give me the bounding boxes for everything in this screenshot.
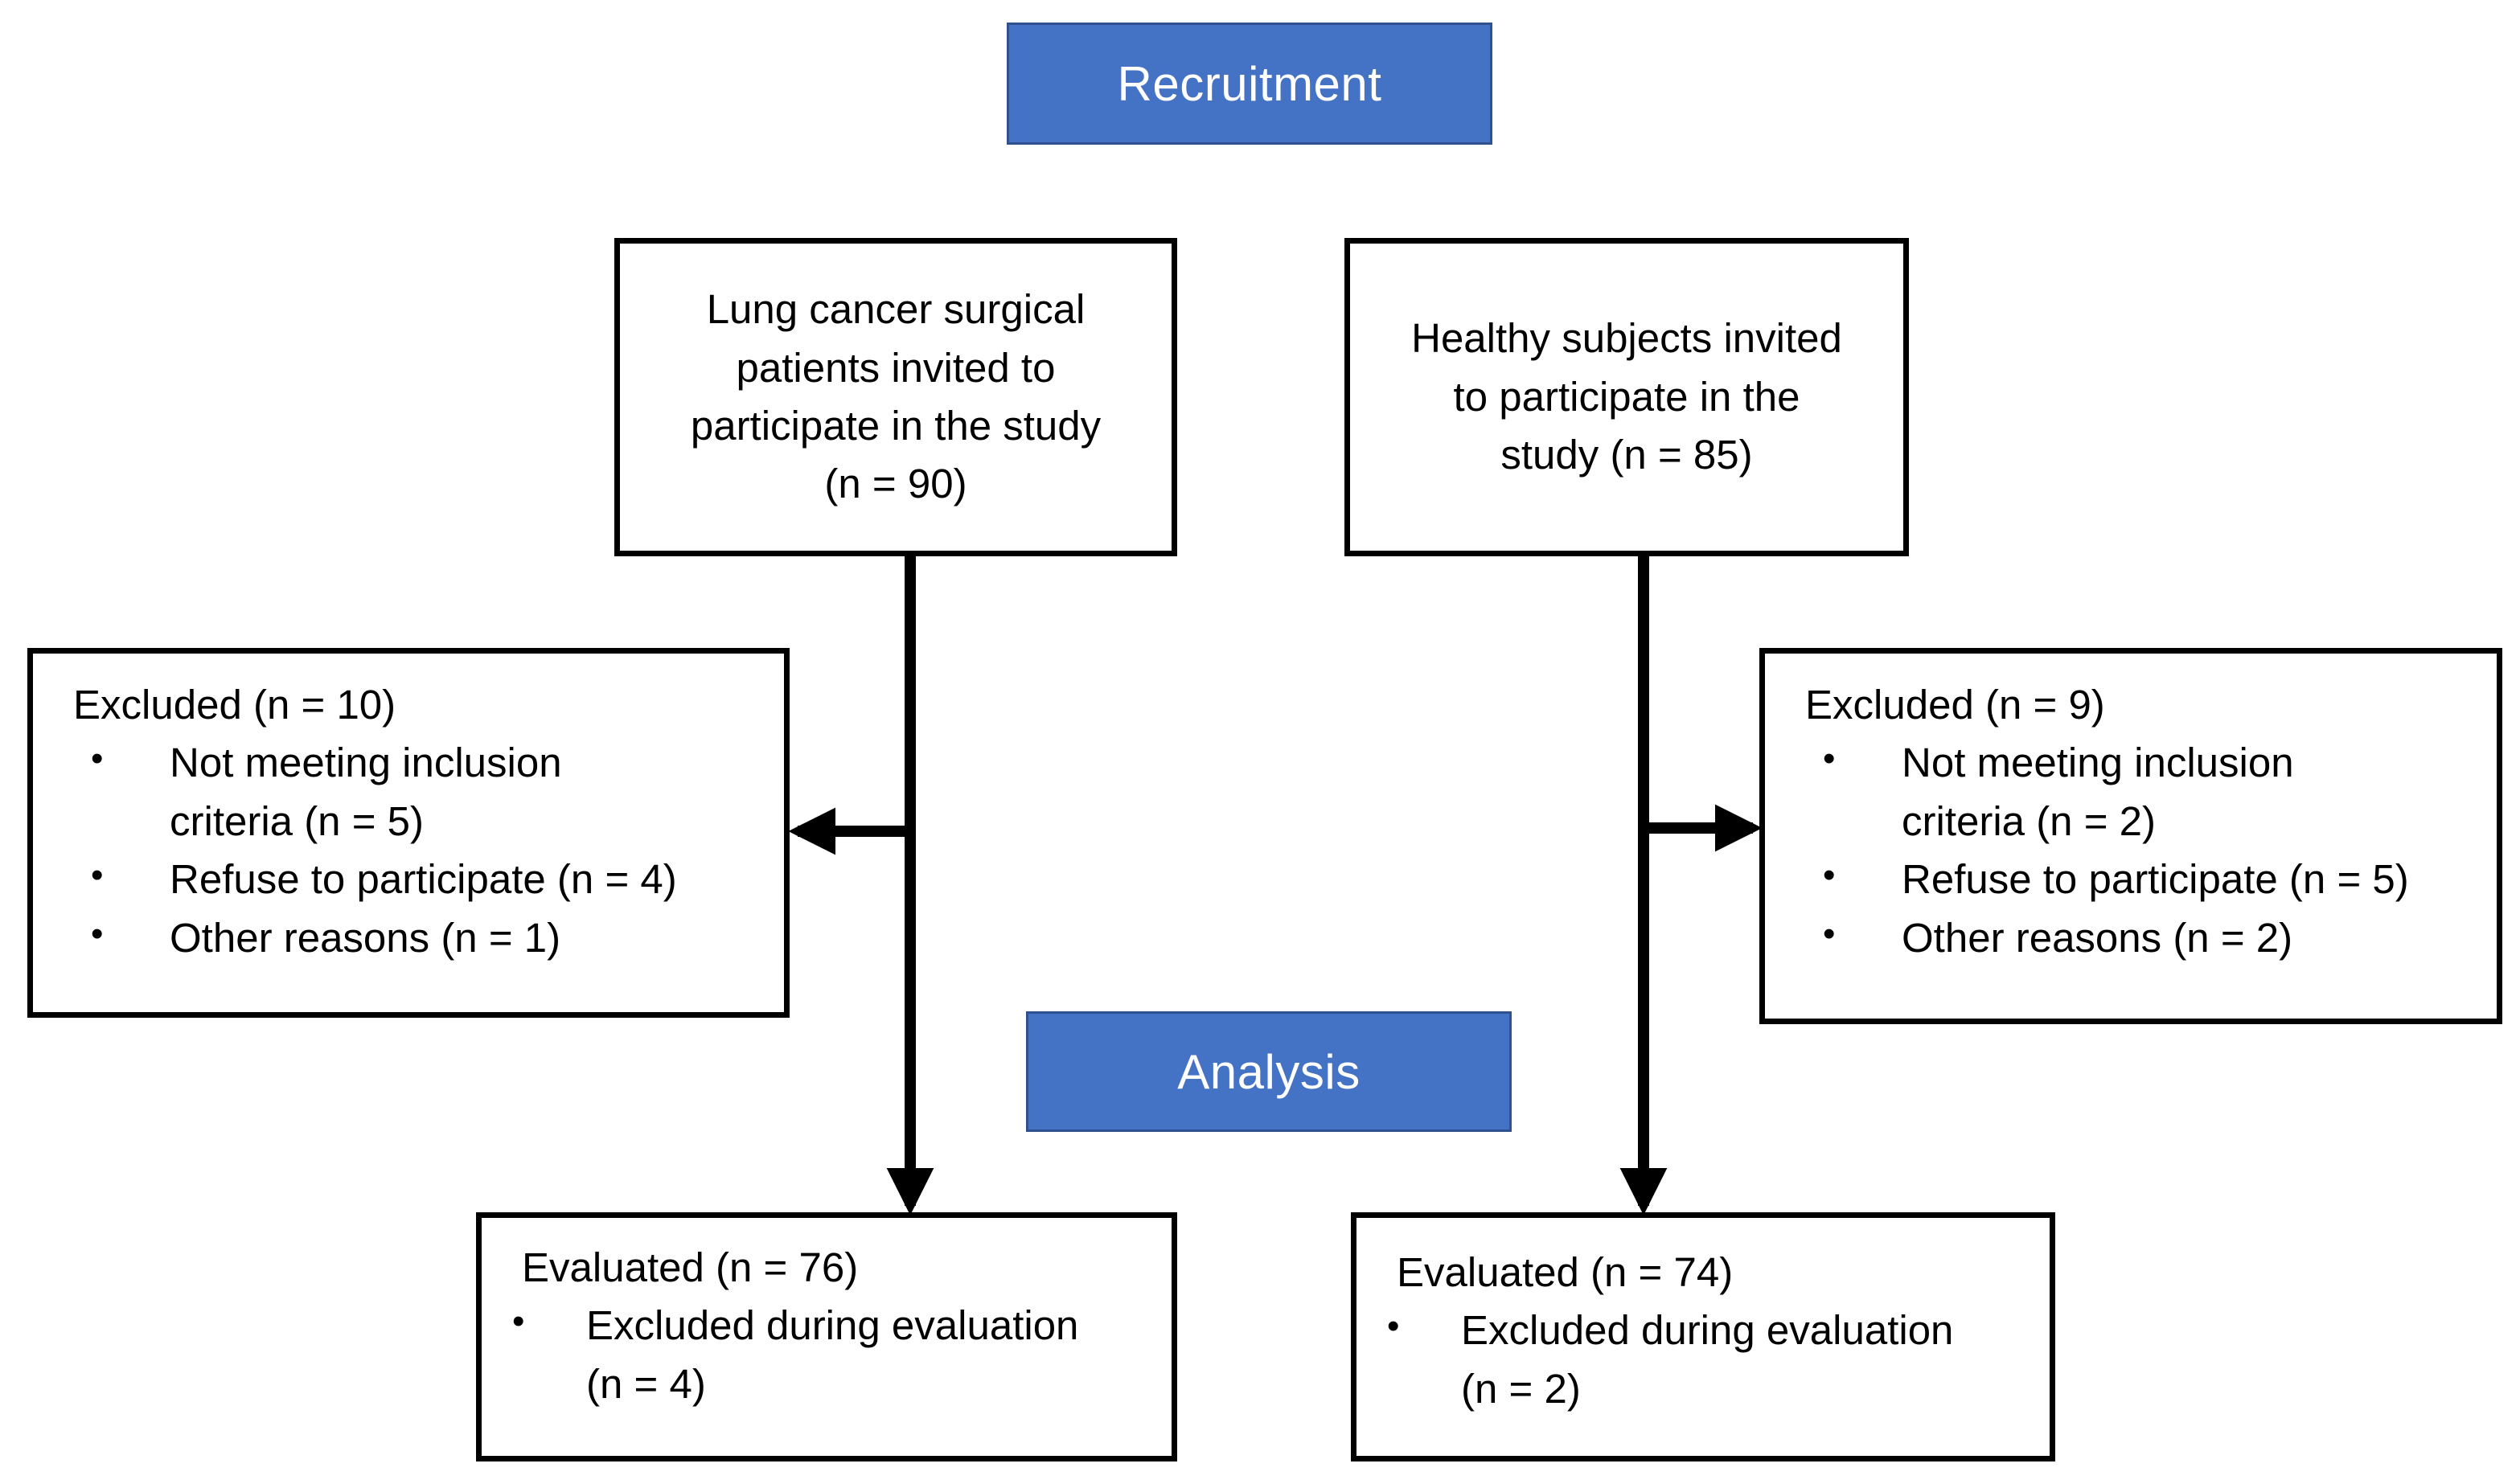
lung-invited-box: Lung cancer surgical patients invited to… — [614, 238, 1177, 556]
list-item: • Not meeting inclusion criteria (n = 5) — [73, 734, 768, 851]
bullet-icon: • — [1823, 739, 1836, 779]
list-item: • Excluded during evaluation (n = 4) — [512, 1297, 1172, 1413]
bullet-icon: • — [91, 913, 104, 953]
analysis-header-label: Analysis — [1177, 1044, 1361, 1099]
healthy-invited-line-1: Healthy subjects invited — [1411, 315, 1842, 362]
lung-evaluated-list: • Excluded during evaluation (n = 4) — [512, 1297, 1172, 1413]
list-item: • Refuse to participate (n = 4) — [73, 851, 768, 908]
list-item: • Excluded during evaluation (n = 2) — [1387, 1302, 2050, 1418]
list-item: • Not meeting inclusion criteria (n = 2) — [1805, 734, 2481, 851]
lung-invited-line-2: patients invited to — [736, 344, 1056, 391]
lung-excluded-title: Excluded (n = 10) — [73, 682, 396, 728]
list-item-line: Refuse to participate (n = 5) — [1902, 856, 2409, 903]
list-item: • Refuse to participate (n = 5) — [1805, 851, 2481, 908]
healthy-evaluated-list: • Excluded during evaluation (n = 2) — [1387, 1302, 2050, 1418]
lung-evaluated-box: Evaluated (n = 76) • Excluded during eva… — [476, 1212, 1177, 1461]
list-item-line: Other reasons (n = 1) — [170, 914, 561, 961]
healthy-invited-line-2: to participate in the — [1453, 373, 1800, 420]
bullet-icon: • — [91, 855, 104, 896]
list-item-line: Other reasons (n = 2) — [1902, 914, 2293, 961]
list-item-line: criteria (n = 5) — [170, 797, 425, 844]
bullet-icon: • — [91, 739, 104, 779]
list-item: • Other reasons (n = 2) — [1805, 909, 2481, 967]
list-item-line: (n = 2) — [1461, 1365, 1581, 1412]
healthy-excluded-box: Excluded (n = 9) • Not meeting inclusion… — [1759, 648, 2502, 1024]
healthy-excluded-list: • Not meeting inclusion criteria (n = 2)… — [1805, 734, 2481, 967]
list-item-line: criteria (n = 2) — [1902, 797, 2157, 844]
lung-invited-line-4: (n = 90) — [824, 461, 967, 507]
list-item: • Other reasons (n = 1) — [73, 909, 768, 967]
bullet-icon: • — [512, 1302, 525, 1342]
healthy-invited-box: Healthy subjects invited to participate … — [1344, 238, 1909, 556]
list-item-line: Excluded during evaluation — [1461, 1307, 1954, 1354]
list-item-line: Not meeting inclusion — [1902, 740, 2294, 786]
recruitment-header-label: Recruitment — [1117, 56, 1382, 111]
bullet-icon: • — [1387, 1306, 1400, 1347]
recruitment-header: Recruitment — [1007, 23, 1492, 145]
healthy-evaluated-title: Evaluated (n = 74) — [1397, 1249, 1734, 1295]
list-item-line: Refuse to participate (n = 4) — [170, 856, 677, 903]
list-item-line: (n = 4) — [586, 1360, 706, 1407]
healthy-excluded-title: Excluded (n = 9) — [1805, 682, 2105, 728]
lung-invited-line-3: participate in the study — [690, 403, 1102, 449]
healthy-invited-line-3: study (n = 85) — [1500, 432, 1753, 478]
lung-excluded-list: • Not meeting inclusion criteria (n = 5)… — [73, 734, 768, 967]
bullet-icon: • — [1823, 855, 1836, 896]
bullet-icon: • — [1823, 913, 1836, 953]
lung-evaluated-title: Evaluated (n = 76) — [522, 1244, 859, 1290]
list-item-line: Excluded during evaluation — [586, 1302, 1079, 1349]
healthy-evaluated-box: Evaluated (n = 74) • Excluded during eva… — [1351, 1212, 2055, 1461]
lung-excluded-box: Excluded (n = 10) • Not meeting inclusio… — [27, 648, 790, 1018]
list-item-line: Not meeting inclusion — [170, 740, 562, 786]
lung-invited-line-1: Lung cancer surgical — [706, 286, 1086, 333]
analysis-header: Analysis — [1026, 1011, 1512, 1132]
